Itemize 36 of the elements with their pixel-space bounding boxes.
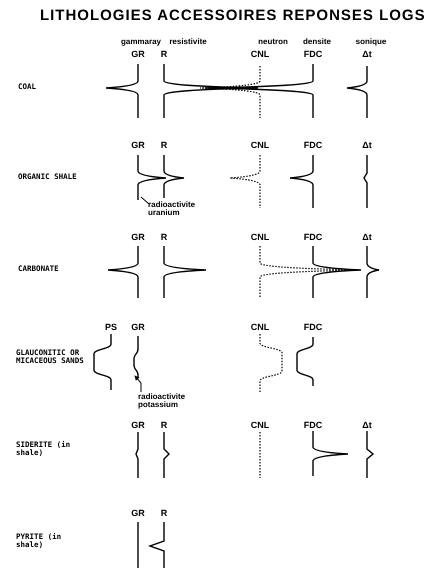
log-label: GR	[131, 509, 145, 519]
log-label: R	[160, 141, 168, 151]
column-heading: neutron	[258, 38, 288, 47]
column-heading: densite	[303, 38, 331, 47]
annotation-text: radioactivite uranium	[148, 201, 196, 218]
log-label: GR	[131, 50, 145, 60]
column-heading: resistivite	[169, 38, 207, 47]
title: LITHOLOGIES ACCESSOIRES REPONSES LOGS	[40, 8, 426, 24]
log-label: Δt	[362, 421, 372, 431]
log-label: R	[160, 509, 168, 519]
log-label: R	[160, 421, 168, 431]
log-label: GR	[131, 233, 145, 243]
log-label: FDC	[304, 233, 322, 243]
log-label: Δt	[362, 50, 372, 60]
column-heading: gammaray	[120, 38, 162, 47]
log-label: FDC	[304, 141, 322, 151]
log-label: CNL	[250, 421, 270, 431]
column-heading: sonique	[356, 38, 386, 47]
log-label: FDC	[304, 421, 322, 431]
log-label: PS	[105, 323, 117, 333]
log-label: Δt	[362, 141, 372, 151]
log-label: CNL	[250, 323, 270, 333]
log-label: FDC	[304, 50, 322, 60]
log-label: Δt	[362, 233, 372, 243]
log-label: CNL	[250, 233, 270, 243]
log-label: GR	[131, 421, 145, 431]
leader-line	[140, 196, 150, 204]
log-label: R	[160, 50, 168, 60]
annotation-text: radioactivite potassium	[138, 393, 186, 410]
log-label: GR	[131, 323, 145, 333]
log-label: GR	[131, 141, 145, 151]
log-label: FDC	[304, 323, 322, 333]
leader-line	[134, 375, 142, 392]
log-label: CNL	[250, 50, 270, 60]
log-label: CNL	[250, 141, 270, 151]
log-label: R	[160, 233, 168, 243]
